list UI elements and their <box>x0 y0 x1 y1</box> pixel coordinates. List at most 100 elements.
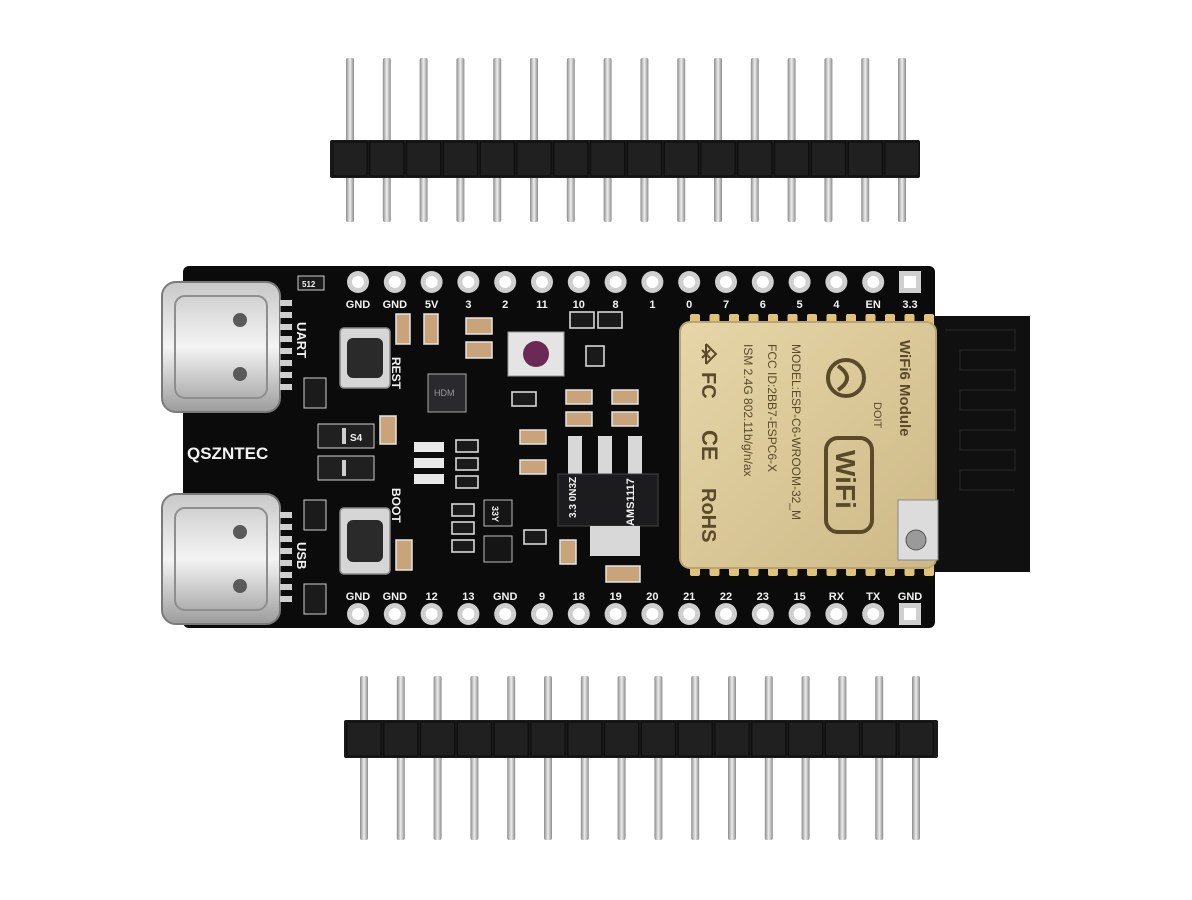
pin-hole-inner <box>720 276 732 288</box>
wifi-logo-icon <box>824 436 874 534</box>
header-segment <box>626 141 662 177</box>
reset-button-label: REST <box>389 357 403 390</box>
header-segment <box>383 721 419 757</box>
header-segment <box>442 141 478 177</box>
header-segment <box>516 141 552 177</box>
bottom-pin-label: GND <box>383 591 408 603</box>
diode-label: S4 <box>350 433 363 444</box>
header-segment <box>861 721 897 757</box>
diode-s4-top <box>317 423 375 449</box>
pin-hole-inner <box>683 276 696 288</box>
pin-hole-inner <box>756 276 769 288</box>
top-pin-label: GND <box>383 299 408 311</box>
pin-hole-inner <box>756 608 769 620</box>
header-segment <box>332 141 368 177</box>
ce-mark-icon: CE <box>697 430 722 461</box>
header-segment <box>700 141 736 177</box>
bottom-pin-label: GND <box>346 591 371 603</box>
boot-button[interactable] <box>339 507 391 575</box>
usb-c-uart-connector[interactable] <box>161 281 281 413</box>
top-pin-label: 1 <box>649 299 655 311</box>
module-logo-text: DOIT <box>871 402 883 429</box>
header-segment <box>567 721 603 757</box>
diode-s4-bottom <box>317 455 375 481</box>
header-segment <box>884 141 920 177</box>
header-segment <box>369 141 405 177</box>
header-segment <box>604 721 640 757</box>
transistor-label: 33Y <box>490 506 500 522</box>
header-segment <box>456 721 492 757</box>
antenna-connector <box>897 499 939 561</box>
header-segment <box>530 721 566 757</box>
pin-hole-inner <box>352 608 364 620</box>
bottom-pin-label: 20 <box>646 591 658 603</box>
smd-components <box>379 313 641 583</box>
bottom-pin-label: 19 <box>609 591 621 603</box>
usb-solder-pads <box>280 300 292 602</box>
top-pin-label: 5V <box>425 299 439 311</box>
header-segment <box>824 721 860 757</box>
module-fcc-id: FCC ID:2BB7-ESPC6-X <box>765 344 779 472</box>
cert-marks: FC CE RoHS <box>697 372 722 542</box>
top-pin-label: EN <box>866 299 881 311</box>
top-pin-label: 11 <box>536 299 548 311</box>
top-pin-label: 7 <box>723 299 729 311</box>
pin-hole-inner <box>425 276 438 288</box>
smd-resistors <box>451 311 623 553</box>
top-pin-header <box>330 58 920 222</box>
module-model: MODEL:ESP-C6-WROOM-32_M <box>789 344 803 520</box>
header-segment <box>714 721 750 757</box>
header-segment <box>420 721 456 757</box>
bottom-pin-label: RX <box>829 591 845 603</box>
ic-label: HDM <box>434 388 455 398</box>
top-pin-label: 4 <box>833 299 840 311</box>
header-segment <box>898 721 934 757</box>
reset-button[interactable] <box>339 327 391 389</box>
status-leds <box>414 442 444 484</box>
usb-c-usb-connector[interactable] <box>161 493 281 625</box>
bottom-pin-label: 12 <box>425 591 437 603</box>
antenna-trace <box>945 329 1016 491</box>
fcc-mark-icon: FC <box>697 372 719 399</box>
doit-logo-icon <box>826 358 866 398</box>
bottom-pin-header <box>344 676 938 840</box>
top-pin-label: 10 <box>573 299 585 311</box>
header-segment <box>493 721 529 757</box>
top-pin-label: 3.3 <box>902 299 917 311</box>
top-pin-holes <box>347 271 921 293</box>
top-pin-label: 6 <box>760 299 766 311</box>
pin-hole-inner <box>904 608 916 620</box>
bluetooth-icon <box>701 343 718 365</box>
bottom-pin-label: 9 <box>539 591 545 603</box>
pin-hole-inner <box>499 608 512 620</box>
pin-hole-inner <box>609 276 622 288</box>
header-segment <box>774 141 810 177</box>
pin-hole-inner <box>572 276 585 288</box>
header-segment <box>751 721 787 757</box>
top-pin-label: 2 <box>502 299 508 311</box>
bottom-pin-label: 15 <box>793 591 805 603</box>
header-segment <box>640 721 676 757</box>
module-title: WiFi6 Module <box>896 340 913 437</box>
header-segment <box>346 721 382 757</box>
usb-label: USB <box>294 542 309 569</box>
pin-hole-inner <box>462 608 475 620</box>
boot-button-label: BOOT <box>389 488 403 523</box>
top-pin-label: GND <box>346 299 371 311</box>
pin-hole-inner <box>425 608 438 620</box>
pin-hole-inner <box>352 276 364 288</box>
top-pin-label: 8 <box>613 299 619 311</box>
module-ism: ISM 2.4G 802.11b/g/n/ax <box>741 344 755 477</box>
brand-label: QSZNTEC <box>187 444 268 463</box>
bottom-pin-label: GND <box>898 591 923 603</box>
pin-hole-inner <box>536 276 548 288</box>
resistor-code-label: 512 <box>302 280 316 289</box>
pin-hole-inner <box>536 608 548 620</box>
transistors <box>483 499 513 563</box>
header-segment <box>810 141 846 177</box>
pin-hole-inner <box>646 276 659 288</box>
